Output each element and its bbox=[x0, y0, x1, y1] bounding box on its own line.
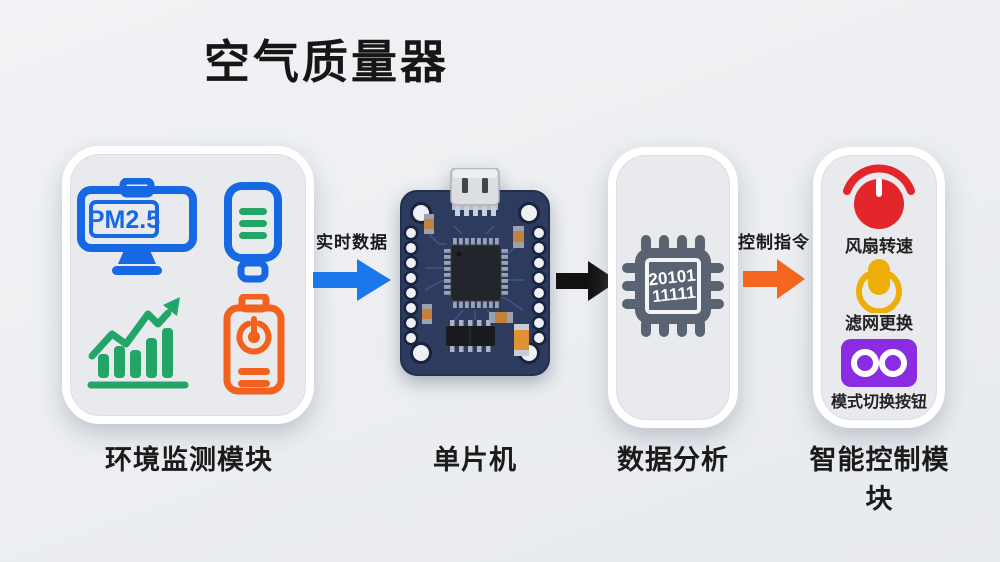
realtime-data-arrow bbox=[313, 259, 391, 301]
battery-power-icon bbox=[223, 294, 285, 395]
fan-knob-icon bbox=[843, 164, 915, 229]
control-command-arrow-group: 控制指令 bbox=[736, 228, 812, 299]
sensor-icon bbox=[224, 182, 282, 283]
chip-icon: 20101 11111 bbox=[622, 235, 724, 337]
analysis-label: 数据分析 bbox=[617, 445, 729, 475]
qfp-chip bbox=[444, 238, 508, 308]
usb-connector bbox=[450, 168, 500, 216]
filter-icon bbox=[856, 259, 902, 313]
env-module-label: 环境监测模块 bbox=[105, 445, 273, 475]
fan-speed-label: 风扇转速 bbox=[845, 237, 913, 256]
control-module-box: 风扇转速 滤网更换 模式切换按钮 bbox=[813, 147, 945, 428]
env-module-box: PM2.5 bbox=[62, 146, 314, 424]
soic-chip bbox=[446, 320, 495, 352]
filter-replace-label: 滤网更换 bbox=[845, 314, 913, 333]
chip-binary-line2: 11111 bbox=[651, 283, 696, 306]
pm25-text: PM2.5 bbox=[88, 206, 160, 234]
realtime-data-label: 实时数据 bbox=[316, 233, 388, 252]
mcu-label: 单片机 bbox=[433, 445, 517, 475]
trend-chart-icon bbox=[87, 297, 189, 389]
mode-switch-label: 模式切换按钮 bbox=[830, 394, 927, 411]
realtime-data-arrow-group: 实时数据 bbox=[308, 228, 396, 301]
control-module-label: 智能控制模块 bbox=[809, 445, 950, 514]
page-title: 空气质量器 bbox=[204, 36, 449, 88]
analysis-module-box: 20101 11111 bbox=[608, 147, 738, 428]
control-command-label: 控制指令 bbox=[738, 233, 810, 252]
control-command-arrow bbox=[743, 259, 805, 299]
mcu-to-analysis-arrow bbox=[556, 261, 618, 301]
mode-switch-icon bbox=[841, 339, 917, 387]
mcu-board-image bbox=[400, 168, 550, 376]
chip-binary-line1: 20101 bbox=[648, 266, 697, 290]
smd-components bbox=[422, 214, 529, 356]
pm25-monitor-icon: PM2.5 bbox=[77, 178, 197, 275]
